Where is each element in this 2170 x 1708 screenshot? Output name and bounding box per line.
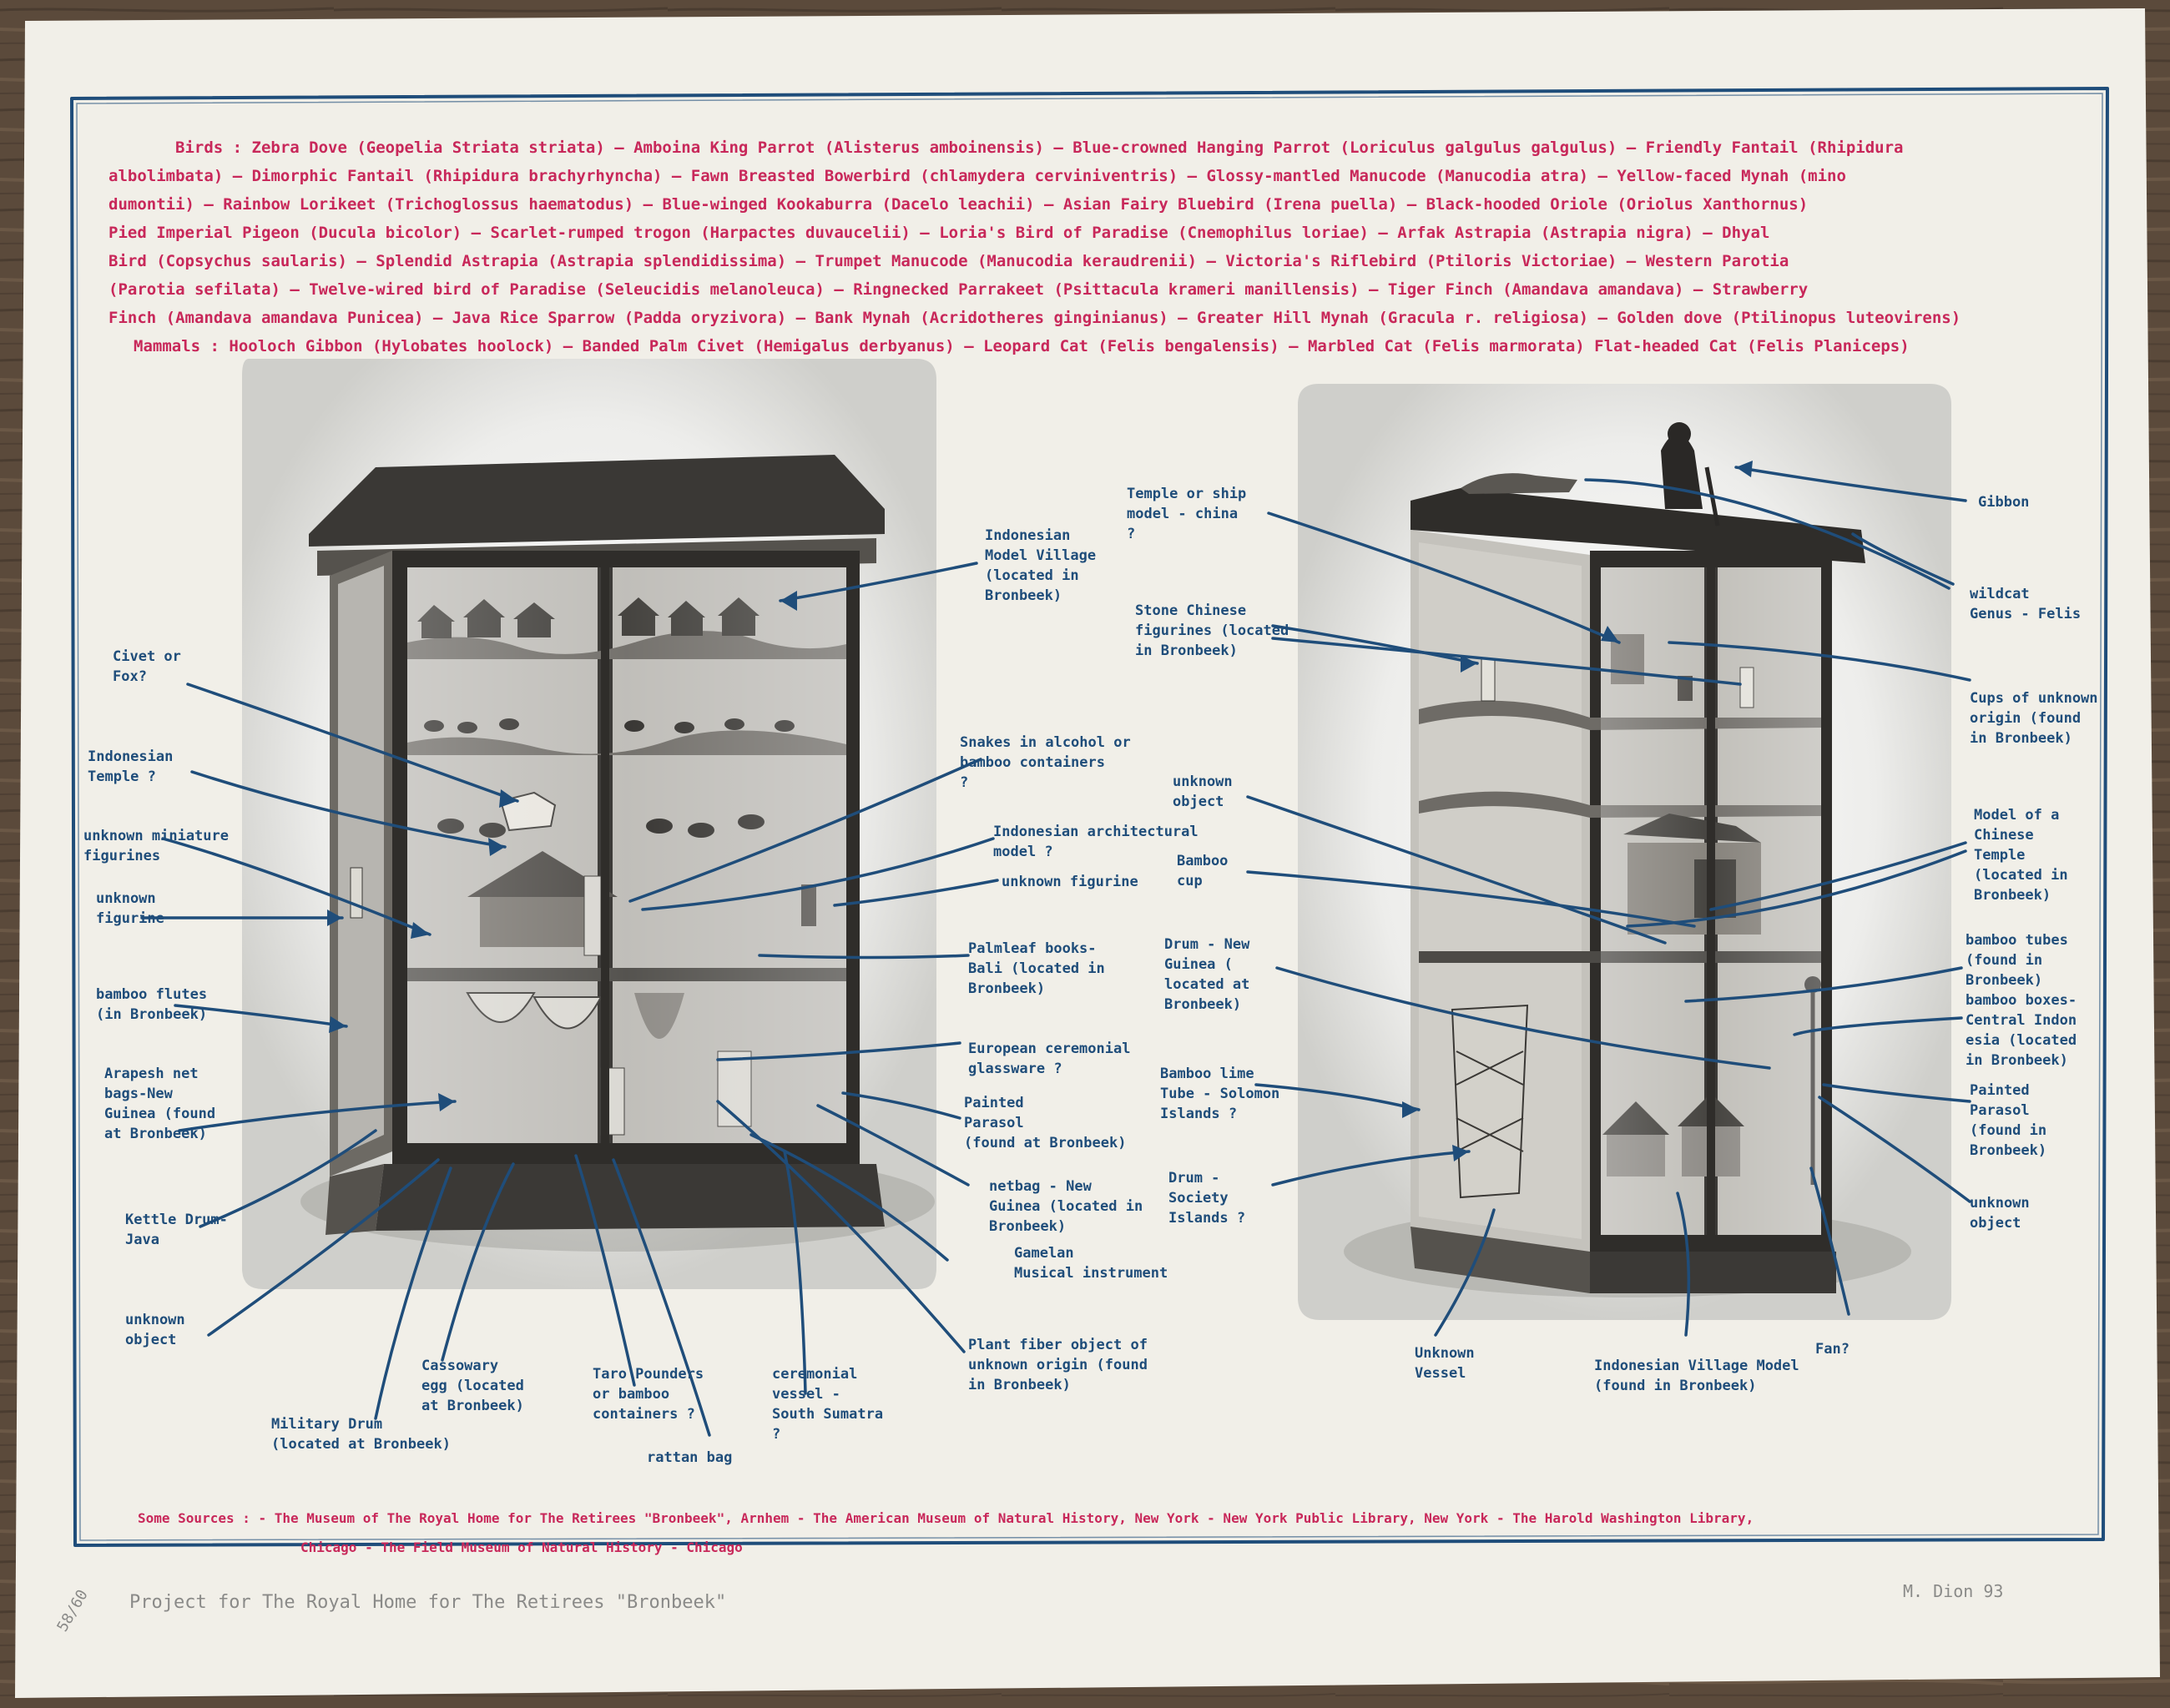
label-unknown-object-top: unknown object	[1173, 773, 1233, 810]
label-drum-society-islands: Drum - Society Islands ?	[1168, 1170, 1246, 1227]
label-indonesian-village-model: Indonesian Village Model (found in Bronb…	[1594, 1358, 1799, 1394]
label-taro-pounders: Taro Pounders or bamboo containers ?	[593, 1366, 704, 1423]
label-indonesian-temple: Indonesian Temple ?	[88, 748, 174, 785]
label-fan: Fan?	[1815, 1341, 1850, 1358]
label-unknown-object-bottom: unknown object	[1970, 1195, 2030, 1232]
label-kettle-drum: Kettle Drum- Java	[125, 1212, 228, 1248]
label-civet-or-fox: Civet or Fox?	[113, 648, 181, 685]
label-drum-new-guinea: Drum - New Guinea ( located at Bronbeek)	[1164, 936, 1250, 1013]
species-line-4: Pied Imperial Pigeon (Ducula bicolor) — …	[108, 224, 1770, 242]
label-cassowary-egg: Cassowary egg (located at Bronbeek)	[421, 1358, 524, 1414]
label-bamboo-tubes: bamboo tubes (found in Bronbeek) bamboo …	[1966, 932, 2077, 1069]
label-netbag-new-guinea: netbag - New Guinea (located in Bronbeek…	[989, 1178, 1143, 1235]
sources-line-1: Some Sources : - The Museum of The Royal…	[138, 1510, 1754, 1526]
label-snakes-in-alcohol: Snakes in alcohol or bamboo containers ?	[960, 734, 1131, 791]
label-model-chinese-temple: Model of a Chinese Temple (located in Br…	[1974, 807, 2068, 904]
label-stone-chinese-figurines: Stone Chinese figurines (located in Bron…	[1135, 602, 1289, 659]
label-bamboo-flutes: bamboo flutes (in Bronbeek)	[96, 986, 208, 1023]
species-line-6: (Parotia sefilata) — Twelve-wired bird o…	[108, 280, 1809, 299]
left-arrowheads	[327, 591, 797, 1111]
label-unknown-figurine-left: unknown figurine	[96, 890, 164, 927]
right-cabinet-print	[1298, 384, 1951, 1320]
species-line-2: albolimbata) — Dimorphic Fantail (Rhipid…	[108, 167, 1846, 185]
label-ceremonial-vessel: ceremonial vessel - South Sumatra ?	[772, 1366, 884, 1443]
label-european-glassware: European ceremonial glassware ?	[968, 1040, 1131, 1077]
label-palmleaf-books: Palmleaf books- Bali (located in Bronbee…	[968, 940, 1105, 997]
species-line-5: Bird (Copsychus saularis) — Splendid Ast…	[108, 252, 1789, 270]
label-unknown-object-left: unknown object	[125, 1312, 185, 1348]
label-bamboo-lime-tube: Bamboo lime Tube - Solomon Islands ?	[1160, 1066, 1280, 1122]
species-line-3: dumontii) — Rainbow Lorikeet (Trichoglos…	[108, 195, 1809, 214]
right-annotation-arrows	[1246, 466, 1971, 1337]
label-painted-parasol-left: Painted Parasol (found at Bronbeek)	[964, 1095, 1127, 1151]
label-indonesian-architectural-model: Indonesian architectural model ?	[993, 824, 1199, 860]
pencil-title: Project for The Royal Home for The Retir…	[129, 1592, 727, 1613]
species-line-7: Finch (Amandava amandava Punicea) — Java…	[108, 309, 1961, 327]
left-annotation-arrows	[140, 562, 999, 1437]
label-unknown-miniature-figurines: unknown miniature figurines	[83, 828, 229, 864]
label-gibbon: Gibbon	[1978, 494, 2030, 511]
species-line-8: Mammals : Hooloch Gibbon (Hylobates hool…	[134, 337, 1910, 355]
label-cups-unknown-origin: Cups of unknown origin (found in Bronbee…	[1970, 690, 2098, 747]
left-cabinet-print	[242, 358, 936, 1289]
label-military-drum: Military Drum (located at Bronbeek)	[271, 1416, 451, 1453]
hand-drawn-border	[70, 87, 2109, 1547]
species-line-1: Birds : Zebra Dove (Geopelia Striata str…	[175, 139, 1904, 157]
label-indonesian-model-village: Indonesian Model Village (located in Bro…	[985, 527, 1097, 604]
label-plant-fiber-object: Plant fiber object of unknown origin (fo…	[968, 1337, 1148, 1393]
label-bamboo-cup: Bamboo cup	[1177, 853, 1229, 889]
label-unknown-vessel: Unknown Vessel	[1415, 1345, 1475, 1382]
label-arapesh-net-bags: Arapesh net bags-New Guinea (found at Br…	[104, 1066, 216, 1142]
sources-line-2: Chicago - The Field Museum of Natural Hi…	[300, 1539, 743, 1555]
label-painted-parasol-right: Painted Parasol (found in Bronbeek)	[1970, 1082, 2047, 1159]
right-arrowheads	[1402, 461, 1753, 1161]
artist-signature: M. Dion 93	[1903, 1581, 2004, 1601]
label-gamelan: Gamelan Musical instrument	[1014, 1245, 1168, 1282]
label-temple-or-ship-model: Temple or ship model - china ?	[1127, 486, 1247, 542]
label-rattan-bag: rattan bag	[647, 1449, 733, 1466]
label-wildcat: wildcat Genus - Felis	[1970, 586, 2082, 622]
label-unknown-figurine-right: unknown figurine	[1002, 874, 1138, 890]
